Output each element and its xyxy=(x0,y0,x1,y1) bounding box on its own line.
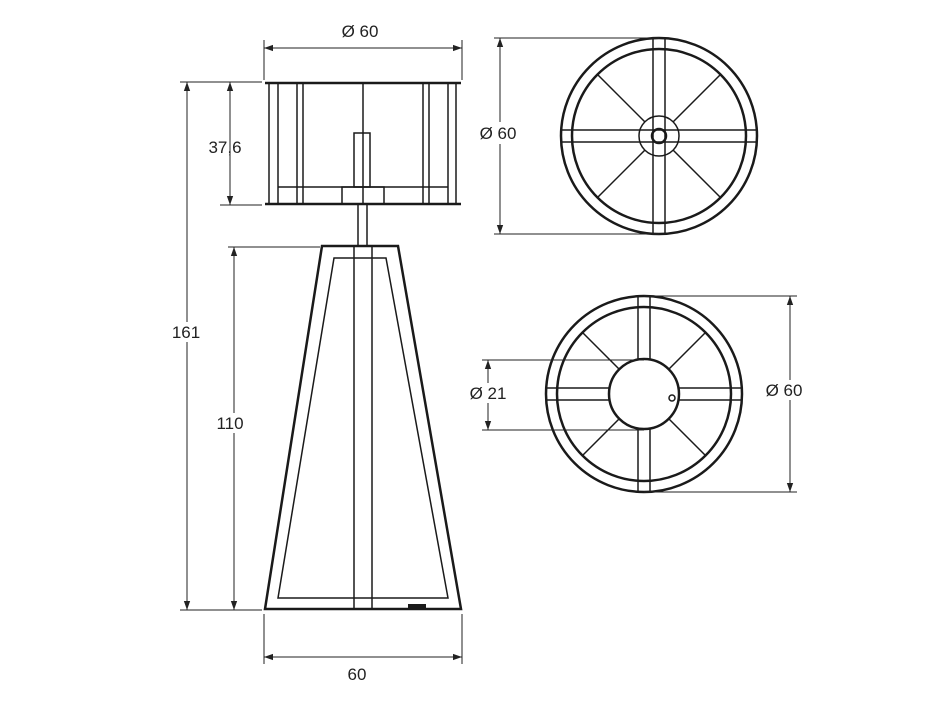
dimension-total-height: 161 xyxy=(168,82,262,611)
dimension-label: Ø 60 xyxy=(342,22,379,41)
dimension-bottom-view-diameter: Ø 60 xyxy=(644,295,812,493)
dimension-label: 37,6 xyxy=(208,138,241,157)
dimension-label: Ø 60 xyxy=(480,124,517,143)
dimension-label: 161 xyxy=(172,323,200,342)
dimension-label: 60 xyxy=(348,665,367,684)
dimension-bottom-inner-diameter: Ø 21 xyxy=(462,359,644,431)
dimension-shade-height: 37,6 xyxy=(180,81,262,206)
bottom-view xyxy=(544,294,744,494)
top-view xyxy=(559,36,759,236)
dimension-label: Ø 60 xyxy=(766,381,803,400)
dimension-base-height: 110 xyxy=(212,246,320,610)
dimension-shade-diameter: Ø 60 xyxy=(263,22,463,80)
lamp-shade-side-view xyxy=(265,81,461,206)
dimension-top-view-diameter: Ø 60 xyxy=(472,37,659,235)
dimension-label: Ø 21 xyxy=(470,384,507,403)
dimension-label: 110 xyxy=(216,414,243,433)
dimension-base-width: 60 xyxy=(263,614,463,684)
lamp-base-side-view xyxy=(263,205,463,611)
